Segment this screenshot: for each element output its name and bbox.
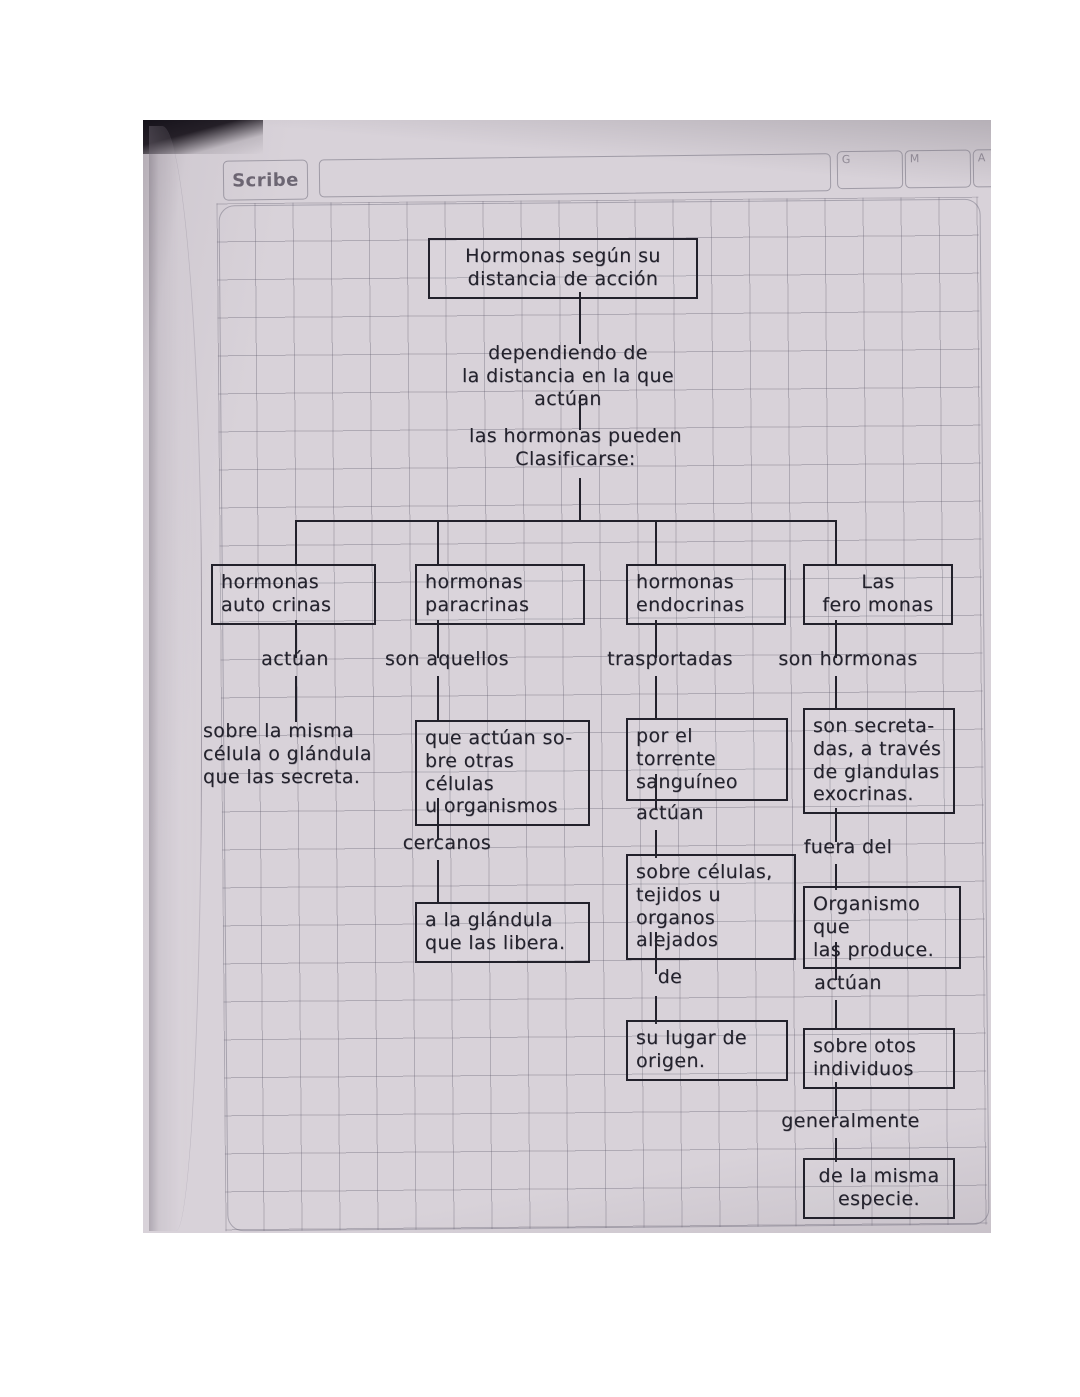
branch-drop-1	[295, 520, 297, 566]
branch-2-caption-1: son aquellos	[385, 648, 509, 670]
branch-2-node-2: a la glándula que las libera.	[415, 902, 590, 963]
branch-drop-3	[655, 520, 657, 566]
connector-caption-1: dependiendo de la distancia en la que ac…	[461, 342, 675, 410]
branch-4-line-7	[835, 1082, 837, 1116]
branch-1-line-1	[295, 620, 297, 658]
connector-line-1	[579, 396, 581, 430]
branch-3-line-6	[655, 996, 657, 1024]
branch-4-line-8	[835, 1138, 837, 1162]
branch-4-node-4: de la misma especie.	[803, 1158, 955, 1219]
handwritten-concept-map: Hormonas según su distancia de acción de…	[143, 120, 991, 1233]
branch-4-line-1	[835, 620, 837, 658]
connector-line-root	[579, 292, 581, 344]
branch-3-line-1	[655, 620, 657, 658]
notebook-photo: Scribe G M A Hormonas según su distancia…	[143, 120, 991, 1233]
branch-4-caption-3: actúan	[814, 972, 882, 994]
branch-2-line-4	[437, 860, 439, 904]
branch-1-caption-1: actúan	[261, 648, 329, 670]
branch-3-node-3: su lugar de origen.	[626, 1020, 788, 1081]
branch-2-line-3	[437, 798, 439, 840]
branch-3-caption-2: actúan	[636, 802, 704, 824]
branch-3-heading: hormonas endocrinas	[626, 564, 786, 625]
branch-4-heading: Las fero monas	[803, 564, 953, 625]
branch-3-line-3	[655, 774, 657, 810]
branch-4-line-3	[835, 808, 837, 842]
branch-drop-4	[835, 520, 837, 566]
branch-1-heading: hormonas auto crinas	[211, 564, 376, 625]
branch-1-node-1: sobre la misma célula o glándula que las…	[203, 720, 372, 788]
branch-2-node-1: que actúan so- bre otras células u organ…	[415, 720, 590, 827]
branch-4-node-2: Organismo que las produce.	[803, 886, 961, 970]
connector-line-2	[579, 478, 581, 522]
branch-drop-2	[437, 520, 439, 566]
branch-3-node-2: sobre células, tejidos u organos alejado…	[626, 854, 796, 961]
branch-4-caption-2: fuera del	[803, 836, 893, 858]
branch-2-caption-2: cercanos	[402, 832, 492, 854]
branch-4-caption-1: son hormonas	[778, 648, 918, 670]
branch-4-line-5	[835, 942, 837, 980]
branch-3-caption-3: de	[657, 966, 683, 988]
branch-2-line-1	[437, 620, 439, 658]
branch-3-caption-1: trasportadas	[607, 648, 733, 670]
root-title-node: Hormonas según su distancia de acción	[428, 238, 698, 299]
branch-3-line-5	[655, 932, 657, 974]
branch-4-line-4	[835, 864, 837, 890]
branch-3-line-4	[655, 830, 657, 858]
branch-4-caption-4: generalmente	[781, 1110, 920, 1132]
connector-caption-2: las hormonas pueden Clasificarse:	[469, 425, 682, 470]
branch-distribution-bar	[295, 520, 835, 522]
branch-1-line-2	[295, 676, 297, 722]
branch-4-line-2	[835, 676, 837, 710]
branch-4-node-3: sobre otos individuos	[803, 1028, 955, 1089]
branch-4-line-6	[835, 1000, 837, 1030]
branch-3-line-2	[655, 676, 657, 720]
branch-2-line-2	[437, 676, 439, 722]
branch-2-heading: hormonas paracrinas	[415, 564, 585, 625]
branch-3-node-1: por el torrente sanguíneo	[626, 718, 788, 802]
branch-4-node-1: son secreta- das, a través de glandulas …	[803, 708, 955, 815]
